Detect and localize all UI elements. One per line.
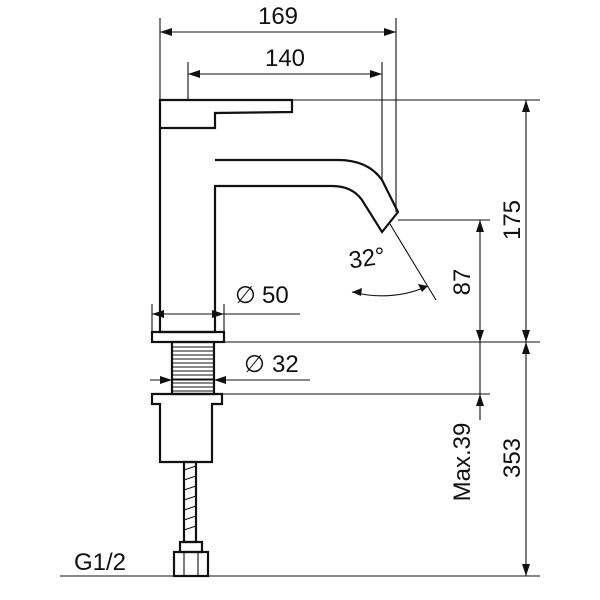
svg-text:50: 50 [262, 282, 289, 309]
label-outlet-height: 87 [449, 269, 476, 296]
dimension-arrowheads [152, 28, 530, 576]
faucet-outline [150, 98, 400, 578]
label-body-diameter: ∅ 50 [235, 282, 289, 309]
fixing-sleeve [150, 392, 224, 464]
label-connection-thread: G1/2 [74, 549, 126, 576]
svg-text:32: 32 [272, 351, 299, 378]
svg-text:∅: ∅ [244, 351, 265, 378]
connection-nut [172, 540, 210, 578]
label-overall-width: 169 [258, 3, 298, 30]
label-shank-length: 353 [499, 438, 526, 478]
label-body-height: 175 [499, 200, 526, 240]
faucet-body-spout [158, 128, 400, 334]
label-outlet-angle: 32° [347, 243, 387, 275]
label-max-deck-thickness: Max.39 [449, 423, 476, 502]
lever-handle [158, 98, 294, 130]
svg-text:∅: ∅ [235, 282, 256, 309]
label-shank-diameter: ∅ 32 [244, 351, 299, 378]
threaded-shank [170, 340, 216, 396]
dimension-labels: 169 140 32° ∅ 50 ∅ 32 175 87 Max.39 353 … [74, 3, 526, 576]
body-base [150, 330, 226, 344]
label-spout-reach: 140 [265, 45, 305, 72]
flexible-hose [182, 460, 198, 544]
